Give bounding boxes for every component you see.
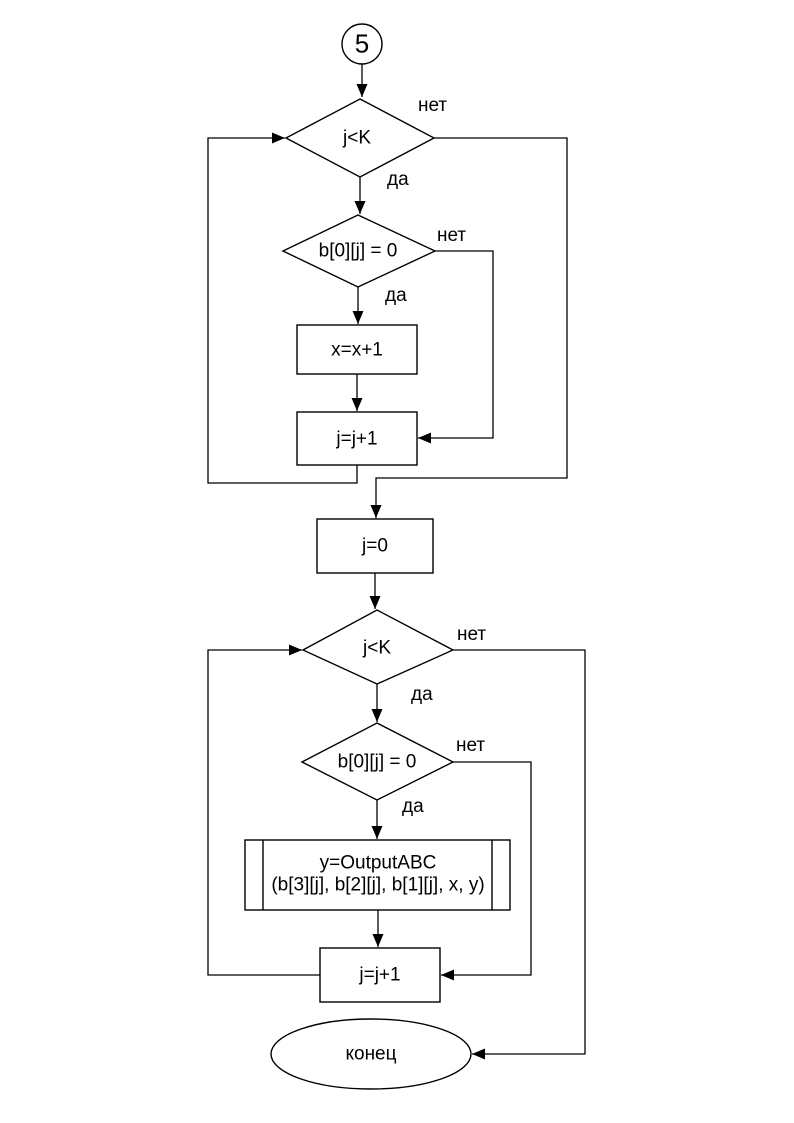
branch-no-check1: нет <box>437 225 467 246</box>
loop1-condition-label: j<K <box>343 127 371 149</box>
process-increment-j-1 <box>296 411 418 466</box>
decision-loop1-zero-check <box>281 214 437 288</box>
edge-loopback-1 <box>207 132 358 484</box>
terminator-end <box>270 1018 472 1090</box>
output-call-line1: y=OutputABC <box>319 852 437 874</box>
decision-loop2-zero-check <box>300 722 455 801</box>
process-reset-j <box>316 518 434 574</box>
edge-check1-no-to-increment-j-1 <box>418 250 494 444</box>
increment-x-label: x=x+1 <box>331 339 383 361</box>
increment-j-1-label: j=j+1 <box>336 428 378 450</box>
decision-loop1-condition <box>284 98 436 178</box>
connector-circle <box>341 23 383 65</box>
edge-check2-no-to-increment-j-2 <box>441 761 532 981</box>
process-increment-j-2 <box>319 947 441 1003</box>
branch-yes-loop1: да <box>387 169 409 190</box>
predefined-process-output <box>244 839 511 911</box>
branch-no-loop1: нет <box>418 95 448 116</box>
branch-yes-loop2: да <box>411 684 433 705</box>
branch-yes-check2: да <box>402 796 424 817</box>
increment-j-2-label: j=j+1 <box>359 964 401 986</box>
end-label: конец <box>345 1043 397 1065</box>
edge-loop2-no-to-end <box>453 649 586 1060</box>
loop2-zero-check-label: b[0][j] = 0 <box>337 751 417 773</box>
loop2-condition-label: j<K <box>363 637 391 659</box>
process-increment-x <box>296 324 418 375</box>
connector-label: 5 <box>354 28 370 59</box>
edge-loop1-no-to-reset-j <box>370 137 568 518</box>
output-call-line2: (b[3][j], b[2][j], b[1][j], x, y) <box>271 874 485 896</box>
reset-j-label: j=0 <box>362 535 388 557</box>
loop1-zero-check-label: b[0][j] = 0 <box>318 240 398 262</box>
branch-yes-check1: да <box>385 285 407 306</box>
edge-loopback-2 <box>207 644 320 976</box>
branch-no-loop2: нет <box>457 624 487 645</box>
branch-no-check2: нет <box>456 735 486 756</box>
decision-loop2-condition <box>301 609 455 685</box>
